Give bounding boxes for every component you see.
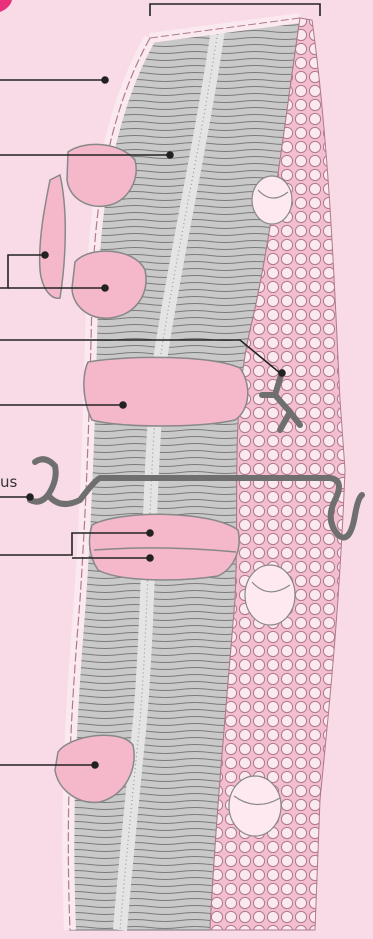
transmembrane-protein-icon bbox=[84, 357, 248, 426]
transmembrane-protein-icon bbox=[90, 514, 240, 580]
corner-mark bbox=[0, 0, 12, 12]
partial-label-text: us bbox=[0, 473, 18, 491]
channel-pore-icon bbox=[252, 176, 292, 224]
peripheral-protein-icon bbox=[40, 175, 66, 298]
channel-pore-icon bbox=[229, 776, 281, 836]
channel-pore-icon bbox=[245, 565, 295, 625]
